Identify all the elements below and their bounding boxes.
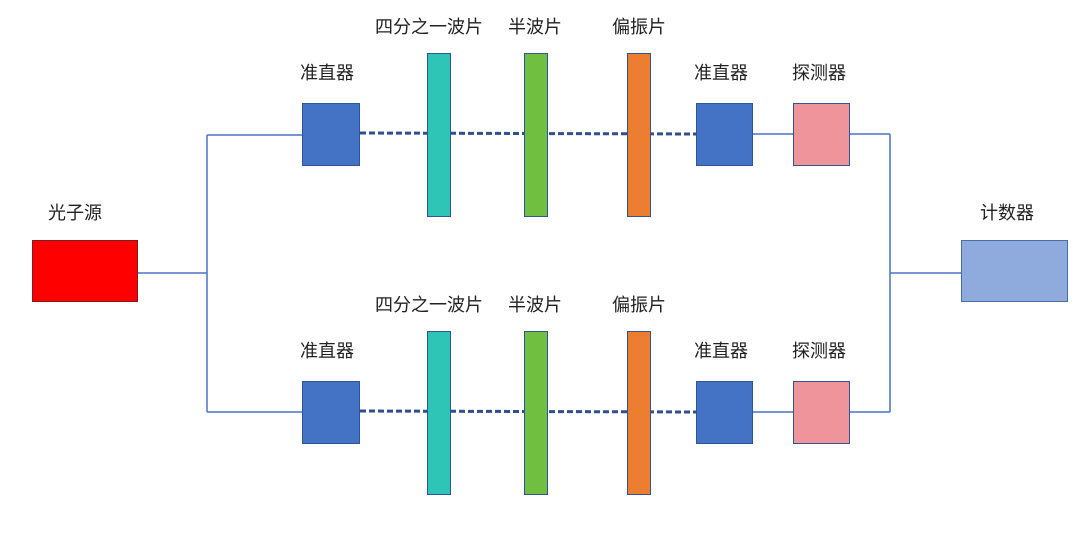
upper-collimator-in-label: 准直器 [300,63,354,84]
lower-quarter-wave-label: 四分之一波片 [375,295,483,316]
lower-collimator-in-label: 准直器 [300,341,354,362]
upper-polarizer [627,53,651,217]
lower-detector [793,381,850,444]
upper-polarizer-label: 偏振片 [612,17,666,38]
lower-collimator-out [696,381,753,444]
lower-collimator-in [302,381,360,444]
counter-box [961,240,1068,302]
upper-detector [793,103,850,166]
upper-quarter-wave-label: 四分之一波片 [375,17,483,38]
upper-collimator-out [696,103,753,166]
lower-half-wave-plate [524,331,548,495]
lower-half-wave-label: 半波片 [508,295,562,316]
upper-collimator-in [302,103,360,166]
upper-half-wave-label: 半波片 [508,17,562,38]
counter-label: 计数器 [980,203,1034,224]
photon-source-box [32,240,138,302]
upper-collimator-out-label: 准直器 [694,63,748,84]
lower-polarizer-label: 偏振片 [612,295,666,316]
source-label: 光子源 [48,203,102,224]
lower-collimator-out-label: 准直器 [694,341,748,362]
upper-detector-label: 探测器 [792,63,846,84]
lower-polarizer [627,331,651,495]
lower-detector-label: 探测器 [792,341,846,362]
upper-half-wave-plate [524,53,548,217]
upper-quarter-wave-plate [427,53,451,217]
lower-quarter-wave-plate [427,331,451,495]
